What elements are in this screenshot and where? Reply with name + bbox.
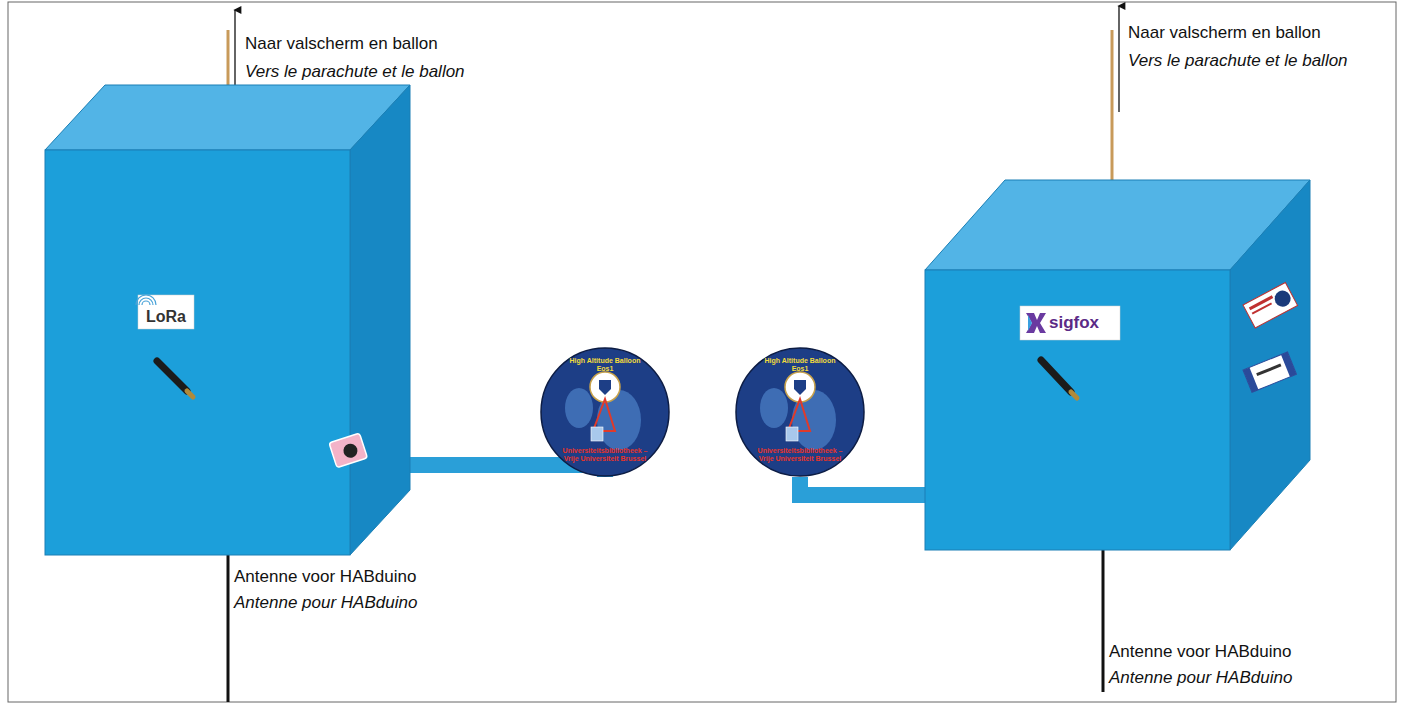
- box-front-face: [925, 270, 1230, 550]
- logo-plate: [1020, 306, 1120, 340]
- payload-box: sigfox: [925, 180, 1310, 550]
- box-top-face: [45, 85, 410, 150]
- antenna-connector: [1071, 392, 1077, 398]
- sticker-print: [1256, 364, 1281, 377]
- antenna-label: Antenne voor HABduino: [234, 566, 499, 588]
- badge-text: Universiteitsbibliotheek – Vrije Univers…: [757, 447, 843, 463]
- camera: [329, 433, 367, 468]
- box-side-face: [350, 85, 410, 555]
- node-outline: [45, 85, 410, 555]
- badge-circle: High Altitude Balloon Eos1Universiteitsb…: [540, 347, 670, 477]
- logo-text: sigfox: [1049, 313, 1117, 333]
- launch-beam: [788, 399, 810, 431]
- badge-text: High Altitude Balloon Eos1: [562, 357, 648, 373]
- badge-disc: [541, 348, 669, 476]
- icon-shape: [1028, 315, 1032, 331]
- badge-text: High Altitude Balloon Eos1: [757, 357, 843, 373]
- signal-arc: [139, 298, 153, 305]
- direction-note: Naar valscherm en ballon: [1128, 22, 1393, 44]
- box-front-face: [45, 150, 350, 555]
- node-outline: [925, 180, 1310, 550]
- sticker-print: [1243, 367, 1258, 392]
- payload-icon: [786, 427, 798, 441]
- sticker: [1243, 352, 1296, 392]
- sticker-paper: [1243, 352, 1296, 392]
- logo-text: LoRa: [138, 308, 194, 326]
- badge-text: Universiteitsbibliotheek – Vrije Univers…: [562, 447, 648, 463]
- radio-antenna: [157, 361, 187, 391]
- direction-arrow: [1118, 6, 1119, 112]
- signal-arc: [136, 295, 156, 305]
- launch-beam: [593, 399, 615, 431]
- connector-group: [410, 465, 925, 495]
- sticker-emblem: [1272, 288, 1294, 310]
- habduino-antenna: [227, 555, 230, 702]
- camera-lens: [342, 442, 360, 460]
- antenna-connector: [187, 391, 193, 397]
- sticker: [1243, 282, 1298, 327]
- sticker-paper: [1243, 282, 1298, 327]
- direction-note: Vers le parachute et le ballon: [1128, 50, 1393, 72]
- icon-shape: [1026, 313, 1046, 333]
- payload-icon: [591, 427, 603, 441]
- signal-icon: [136, 295, 156, 305]
- box-side-face: [1230, 180, 1310, 550]
- logo-plate: [138, 295, 194, 329]
- radio-antenna: [1041, 360, 1071, 392]
- sticker-print: [1281, 352, 1296, 377]
- support-arm: [800, 477, 925, 495]
- seal-shield: [599, 380, 611, 395]
- badge-circle: High Altitude Balloon Eos1Universiteitsb…: [735, 347, 865, 477]
- habduino-antenna: [1102, 550, 1105, 692]
- badge-disc: [736, 348, 864, 476]
- sticker-print: [1252, 303, 1272, 315]
- frame: [8, 2, 1396, 702]
- antenna-label: Antenne pour HABduino: [234, 592, 499, 614]
- continent: [565, 388, 593, 428]
- camera-body: [329, 433, 367, 468]
- payload-box: LoRa: [45, 85, 410, 555]
- antenna-label: Antenne pour HABduino: [1109, 667, 1374, 689]
- direction-note: Vers le parachute et le ballon: [245, 61, 510, 83]
- direction-note: Naar valscherm en ballon: [245, 33, 510, 55]
- sigfox-icon: [1026, 313, 1046, 333]
- continent: [760, 388, 788, 428]
- antenna-label: Antenne voor HABduino: [1109, 641, 1374, 663]
- seal-shield: [794, 380, 806, 395]
- signal-arc: [142, 301, 150, 305]
